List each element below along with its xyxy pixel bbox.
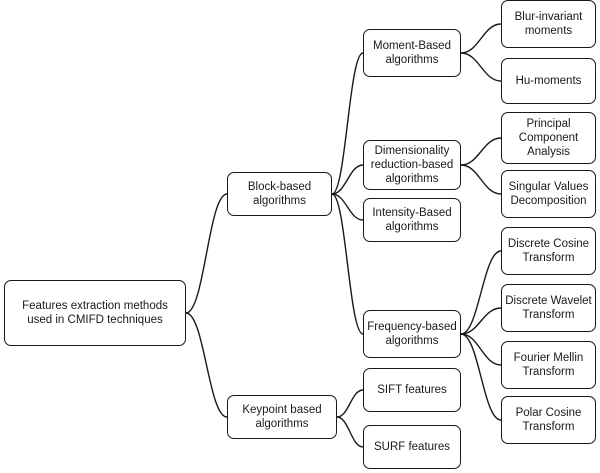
- node-dimensionality-reduction: Dimensionality reduction-based algorithm…: [363, 140, 461, 190]
- node-sift-features: SIFT features: [363, 368, 461, 412]
- node-block-based: Block-based algorithms: [227, 172, 332, 216]
- node-principal-component-analysis: Principal Component Analysis: [501, 112, 596, 164]
- node-discrete-wavelet-transform: Discrete Wavelet Transform: [501, 284, 596, 332]
- node-blur-invariant-moments: Blur-invariant moments: [501, 0, 596, 48]
- node-fourier-mellin-transform: Fourier Mellin Transform: [501, 341, 596, 389]
- node-hu-moments: Hu-moments: [501, 58, 596, 104]
- node-surf-features: SURF features: [363, 425, 461, 469]
- edge-root-to-keypoint: [185, 312, 228, 418]
- edge-frequency-to-dct: [460, 250, 502, 335]
- edge-dimred-to-pca: [460, 137, 502, 166]
- node-keypoint-based: Keypoint based algorithms: [227, 395, 337, 439]
- edge-block-to-dimred: [331, 164, 364, 195]
- edge-keypoint-to-surf: [336, 416, 364, 448]
- node-frequency-based: Frequency-based algorithms: [363, 310, 461, 358]
- edge-block-to-intensity: [331, 193, 364, 221]
- edge-block-to-moment: [331, 52, 364, 195]
- edge-moment-to-hu: [460, 52, 502, 82]
- node-singular-values-decomposition: Singular Values Decomposition: [501, 170, 596, 218]
- node-polar-cosine-transform: Polar Cosine Transform: [501, 396, 596, 444]
- edge-root-to-block: [185, 193, 228, 314]
- node-intensity-based: Intensity-Based algorithms: [363, 198, 461, 242]
- edge-keypoint-to-sift: [336, 389, 364, 418]
- node-root: Features extraction methods used in CMIF…: [4, 280, 186, 346]
- edge-frequency-to-fmt: [460, 333, 502, 366]
- edge-moment-to-blur: [460, 23, 502, 54]
- edge-block-to-frequency: [331, 193, 364, 335]
- node-discrete-cosine-transform: Discrete Cosine Transform: [501, 227, 596, 275]
- edge-frequency-to-pct: [460, 333, 502, 421]
- node-moment-based: Moment-Based algorithms: [363, 29, 461, 77]
- edge-frequency-to-dwt: [460, 307, 502, 335]
- edge-dimred-to-svd: [460, 164, 502, 195]
